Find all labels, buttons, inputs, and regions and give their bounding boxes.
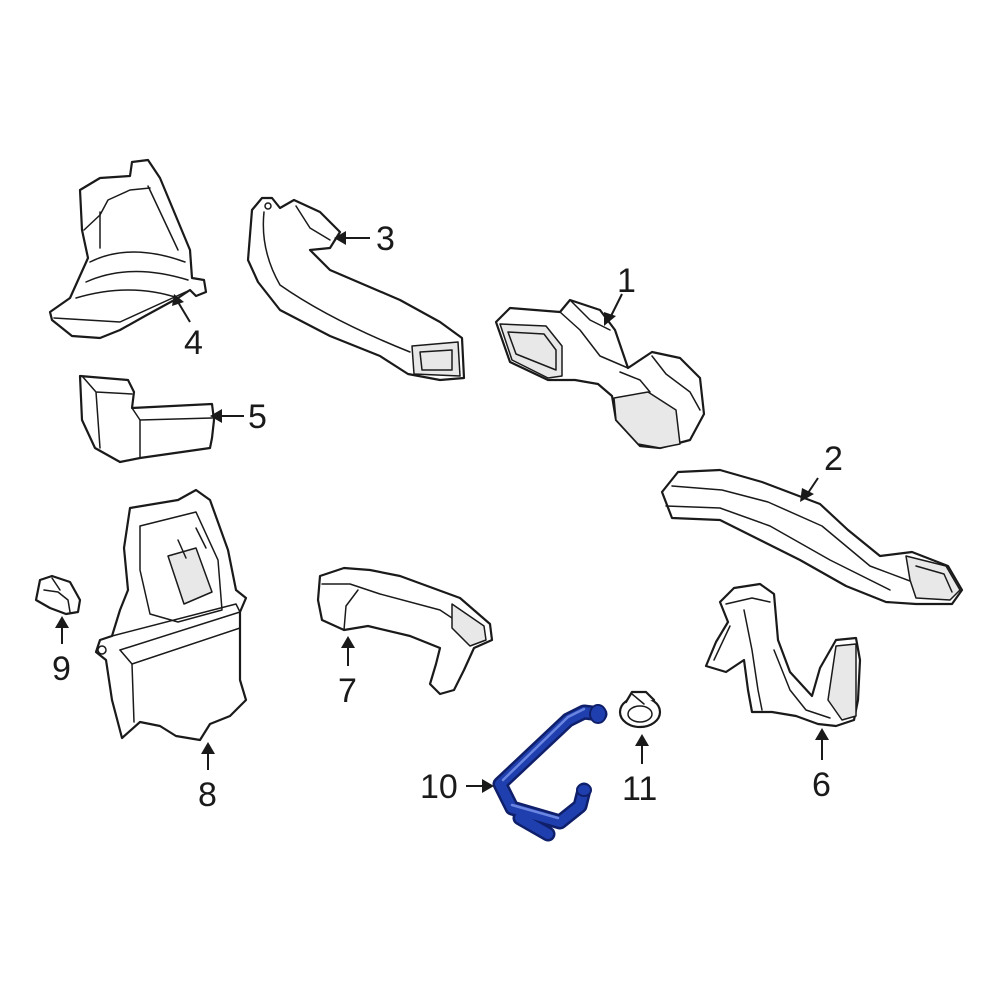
callout-8-label: 8 [198, 776, 217, 814]
callout-11-label: 11 [622, 770, 657, 808]
callout-7-label: 7 [338, 672, 357, 710]
part-7-duct[interactable] [316, 566, 494, 696]
callout-5-label: 5 [248, 398, 267, 436]
callout-8: 8 [198, 742, 217, 814]
callout-9: 9 [52, 616, 71, 688]
callout-9-label: 9 [52, 650, 71, 688]
callout-3-label: 3 [376, 220, 395, 258]
callout-3: 3 [334, 220, 395, 258]
part-9-clip[interactable] [34, 574, 82, 616]
callout-2-label: 2 [824, 440, 843, 478]
callout-10: 10 [420, 768, 494, 806]
part-1-vent[interactable] [494, 298, 706, 450]
callout-6: 6 [812, 728, 831, 804]
part-5-pad[interactable] [78, 374, 216, 464]
callout-1: 1 [604, 262, 636, 326]
callout-2: 2 [800, 440, 843, 502]
callout-7: 7 [338, 636, 357, 710]
callout-4: 4 [172, 294, 203, 362]
part-3-duct[interactable] [246, 196, 466, 382]
callout-5: 5 [210, 398, 267, 436]
callout-10-label: 10 [420, 768, 458, 806]
callout-6-label: 6 [812, 766, 831, 804]
callout-11: 11 [622, 734, 657, 808]
part-11-clamp[interactable] [618, 690, 662, 729]
part-6-duct[interactable] [704, 582, 862, 728]
part-8-housing[interactable] [94, 488, 248, 742]
part-4-duct[interactable] [48, 158, 208, 340]
part-2-duct[interactable] [660, 468, 964, 606]
callout-4-label: 4 [184, 324, 203, 362]
callout-1-label: 1 [617, 262, 636, 300]
part-10-hose[interactable] [492, 704, 608, 842]
